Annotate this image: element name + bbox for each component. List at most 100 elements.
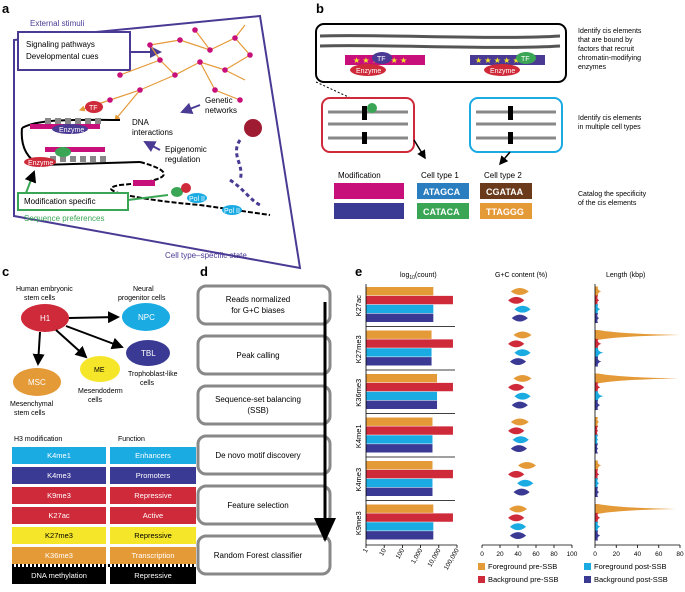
desc3-l2: of the cis elements (578, 200, 637, 207)
legend-label-1: Foreground post-SSB (594, 562, 667, 571)
length-violin-K36me3-0 (595, 373, 678, 384)
row-label-K36me3: K36me3 (354, 379, 363, 407)
col-cell2: Cell type 2 (484, 171, 522, 180)
seq-r1-c2: CGATAA (486, 187, 524, 197)
sequence-preferences-label: Sequence preferences (24, 214, 105, 223)
checker-43 (184, 564, 186, 567)
count-bar-K4me1-2 (366, 435, 433, 444)
enzyme-b2 (484, 64, 520, 76)
genetic-networks-label-1: Genetic (205, 96, 233, 105)
seq-r2-c1: CATACA (423, 207, 460, 217)
mod-label-3: K27ac (48, 511, 70, 520)
step-box-3 (196, 434, 332, 476)
step-label-0-l1: Reads normalized (226, 295, 290, 304)
msc-l1: Mesenchymal (10, 401, 54, 408)
func-cell-0 (110, 447, 196, 464)
func-cell-3 (110, 507, 196, 524)
enzyme-1-label: Enzyme (59, 127, 84, 134)
legend-swatch-3 (584, 576, 591, 583)
gc-violin-K4me3-2 (517, 479, 534, 487)
cell-outline (13, 14, 302, 270)
pol2-2-label: Pol II (224, 208, 240, 215)
seq-r2-c2: TTAGGG (486, 207, 524, 217)
checker-7 (40, 564, 42, 567)
msc-node (13, 368, 61, 396)
mod-swatch-2 (334, 203, 404, 219)
mod-cell-5 (12, 547, 106, 564)
gc-violin-K4me3-1 (508, 470, 525, 478)
checker-35 (152, 564, 154, 567)
checker-17 (80, 564, 82, 567)
mod-cell-1 (12, 467, 106, 484)
count-bar-K9me3-2 (366, 522, 434, 531)
checker-44 (188, 564, 190, 567)
checker-26 (116, 564, 118, 567)
desc1-l2: that are bound by (578, 37, 633, 44)
panel-c: c Human embryonic stem cells H1 Neural p… (2, 264, 196, 584)
hesc-l1: Human embryonic (16, 286, 73, 293)
tf-b1-label: TF (377, 56, 386, 63)
count-bar-K4me1-1 (366, 426, 453, 435)
gc-violin-K4me1-1 (508, 427, 525, 435)
checker-29 (128, 564, 130, 567)
func-label-6: Repressive (134, 571, 172, 580)
length-violin-K9me3-2 (595, 521, 601, 532)
tbl-l1: Trophoblast-like (128, 371, 178, 378)
mod-label-4: K27me3 (45, 531, 73, 540)
count-bar-K9me3-1 (366, 513, 453, 522)
table-header-func: Function (118, 436, 145, 443)
row-label-K4me3: K4me3 (354, 468, 363, 492)
gc-violin-K36me3-1 (508, 383, 525, 391)
count-bar-K9me3-3 (366, 531, 434, 540)
enzyme-2-label: Enzyme (28, 160, 53, 167)
checker-13 (64, 564, 66, 567)
tf-2 (55, 147, 71, 157)
msc-label: MSC (28, 378, 46, 387)
seq-r1-c1: ATAGCA (423, 187, 461, 197)
gc-violin-K9me3-0 (509, 505, 527, 513)
gc-violin-K4me3-3 (513, 488, 530, 496)
tbl-label: TBL (141, 349, 156, 358)
desc1-l3: factors that recruit (578, 46, 634, 53)
length-violin-K27ac-0 (595, 286, 602, 297)
func-cell-4 (110, 527, 196, 544)
count-bar-K4me3-0 (366, 461, 433, 470)
modification-specific-box (17, 192, 129, 211)
length-violin-K4me3-2 (595, 478, 600, 489)
step-label-4: Feature selection (227, 501, 288, 510)
length-violin-K27me3-3 (595, 356, 602, 367)
col-modification: Modification (338, 171, 381, 180)
func-label-4: Repressive (134, 531, 172, 540)
checker-4 (28, 564, 30, 567)
seq-r1-c2-box (480, 183, 532, 199)
desc1-l4: chromatin-modifying (578, 55, 641, 62)
count-tick-label-2: 100 (395, 547, 407, 560)
length-violin-K9me3-3 (595, 530, 601, 541)
length-violin-K36me3-3 (595, 400, 601, 410)
epigenomic-label-2: regulation (165, 155, 200, 164)
step-box-1 (196, 334, 332, 376)
length-tick-label-4: 80 (676, 551, 684, 558)
panel-label-a: a (2, 1, 10, 16)
checker-8 (44, 564, 46, 567)
count-bar-K27ac-2 (366, 304, 434, 314)
mod-cell-2 (12, 487, 106, 504)
h1-node (21, 304, 69, 332)
modification-specific-label: Modification specific (24, 197, 96, 206)
length-violin-K4me3-3 (595, 487, 600, 497)
desc3-l1: Catalog the specificity (578, 191, 647, 198)
seq-r2-c2-box (480, 203, 532, 219)
checker-33 (144, 564, 146, 567)
tf-b2-label: TF (521, 56, 530, 63)
count-bar-K27ac-0 (366, 287, 434, 296)
tbl-node (126, 340, 170, 366)
mod-label-2: K9me3 (47, 491, 71, 500)
cell-type-state-label: Cell type–specific state (165, 251, 247, 260)
npc-l1: Neural (133, 286, 154, 293)
tbl-l2: cells (140, 380, 155, 387)
checker-45 (192, 564, 194, 567)
panel-a: a External stimuli Signaling pathways De… (2, 1, 302, 270)
length-violin-K4me1-2 (595, 434, 599, 445)
